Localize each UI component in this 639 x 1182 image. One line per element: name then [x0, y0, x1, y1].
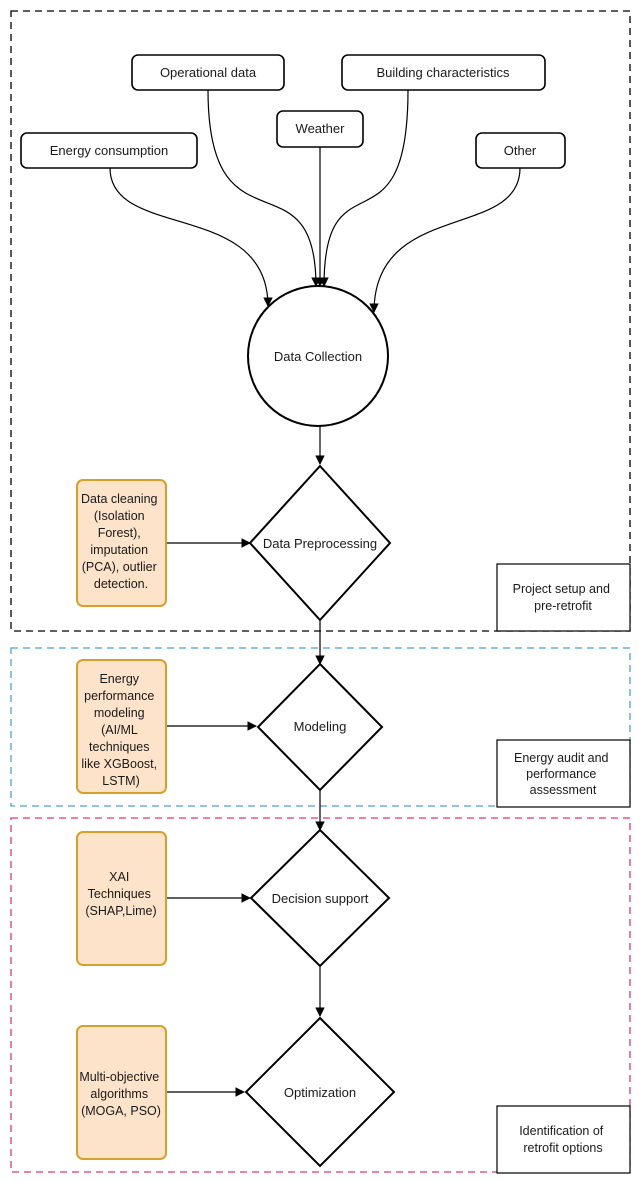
source-energy-label: Energy consumption — [50, 143, 169, 158]
phase-label-audit: Energy audit and performance assessment — [496, 739, 631, 808]
phase-label-audit-text: Energy audit and performance assessment — [514, 751, 612, 797]
source-building-characteristics: Building characteristics — [341, 54, 546, 91]
note-multi-objective-text: Multi-objective algorithms (MOGA, PSO) — [79, 1070, 162, 1118]
phase-label-retrofit: Identification of retrofit options — [496, 1105, 631, 1174]
source-weather: Weather — [276, 110, 364, 148]
source-operational-data: Operational data — [131, 54, 285, 91]
phase-label-setup-text: Project setup and pre-retrofit — [513, 582, 614, 613]
note-xai-techniques: XAI Techniques (SHAP,Lime) — [76, 831, 167, 966]
source-other-label: Other — [504, 143, 537, 158]
node-data-preprocessing: Data Preprocessing — [248, 464, 392, 622]
node-data-collection: Data Collection — [247, 285, 389, 427]
node-optimization-label: Optimization — [284, 1085, 356, 1100]
source-building-label: Building characteristics — [377, 65, 510, 80]
source-operational-label: Operational data — [160, 65, 257, 80]
source-energy-consumption: Energy consumption — [20, 132, 198, 169]
edge-other-to-collection — [369, 167, 521, 313]
node-decision-support-label: Decision support — [272, 891, 369, 906]
note-multi-objective: Multi-objective algorithms (MOGA, PSO) — [76, 1025, 167, 1160]
node-data-collection-label: Data Collection — [274, 349, 362, 364]
edge-energy-to-collection — [109, 167, 273, 307]
note-energy-modeling: Energy performance modeling (AI/ML techn… — [76, 659, 167, 794]
phase-region-retrofit — [10, 817, 631, 1173]
node-modeling: Modeling — [256, 662, 384, 792]
source-other: Other — [475, 132, 566, 169]
note-data-cleaning-text: Data cleaning (Isolation Forest), imputa… — [81, 492, 161, 591]
node-decision-support: Decision support — [249, 828, 391, 968]
phase-label-setup: Project setup and pre-retrofit — [496, 563, 631, 632]
node-data-preprocessing-label: Data Preprocessing — [263, 536, 377, 551]
edge-building-to-collection — [319, 89, 409, 287]
note-energy-modeling-text: Energy performance modeling (AI/ML techn… — [81, 672, 160, 788]
note-xai-techniques-text: XAI Techniques (SHAP,Lime) — [85, 870, 156, 918]
node-modeling-label: Modeling — [294, 719, 347, 734]
phase-label-retrofit-text: Identification of retrofit options — [519, 1124, 607, 1155]
edge-operational-to-collection — [207, 89, 321, 287]
source-weather-label: Weather — [296, 121, 346, 136]
node-optimization: Optimization — [244, 1016, 396, 1168]
note-data-cleaning: Data cleaning (Isolation Forest), imputa… — [76, 479, 167, 607]
